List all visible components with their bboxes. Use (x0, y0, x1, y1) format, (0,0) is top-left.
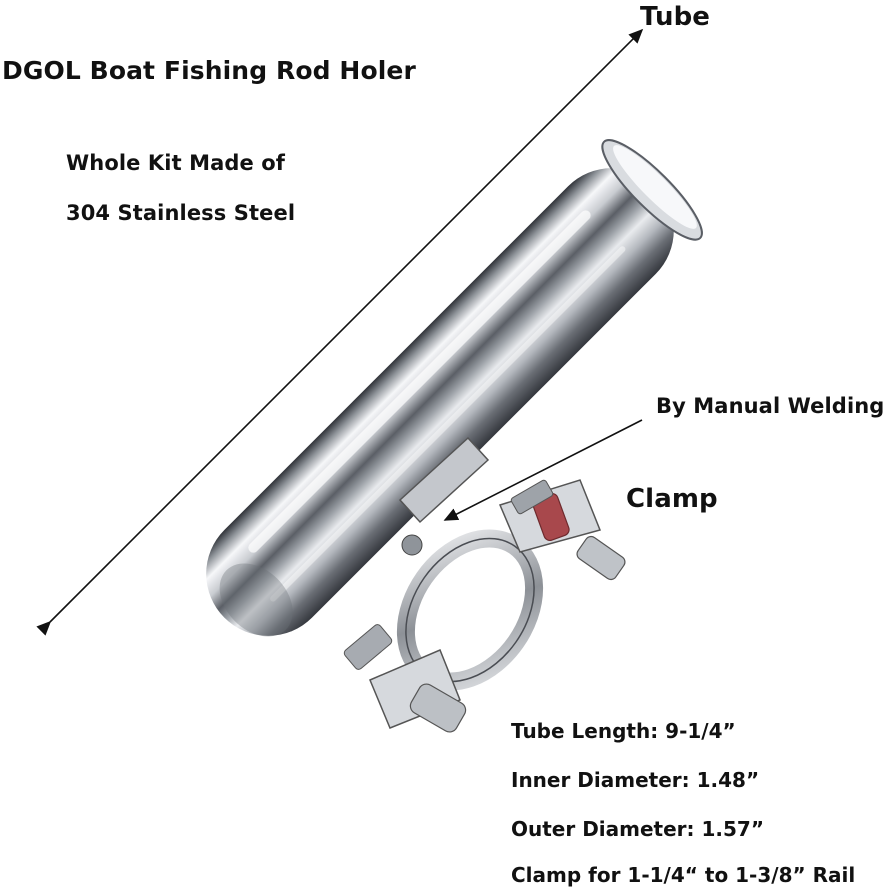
spec-outer-diameter: Outer Diameter: 1.57” (511, 817, 764, 841)
welding-pointer-arrow (443, 419, 643, 521)
tube-label: Tube (640, 2, 711, 32)
spec-tube-length: Tube Length: 9-1/4” (511, 719, 736, 743)
welding-label: By Manual Welding (656, 394, 885, 418)
material-line-1: Whole Kit Made of (66, 151, 286, 175)
spec-inner-diameter: Inner Diameter: 1.48” (511, 768, 760, 792)
tube-length-arrow (36, 28, 644, 636)
rail-clamp (343, 479, 626, 733)
weld-plate (398, 436, 490, 524)
rod-holder-tube (206, 139, 703, 637)
material-line-2: 304 Stainless Steel (66, 201, 296, 225)
clamp-label: Clamp (626, 484, 718, 514)
spec-clamp-range: Clamp for 1-1/4“ to 1-3/8” Rail (511, 863, 856, 887)
product-title: DGOL Boat Fishing Rod Holer (2, 56, 416, 85)
